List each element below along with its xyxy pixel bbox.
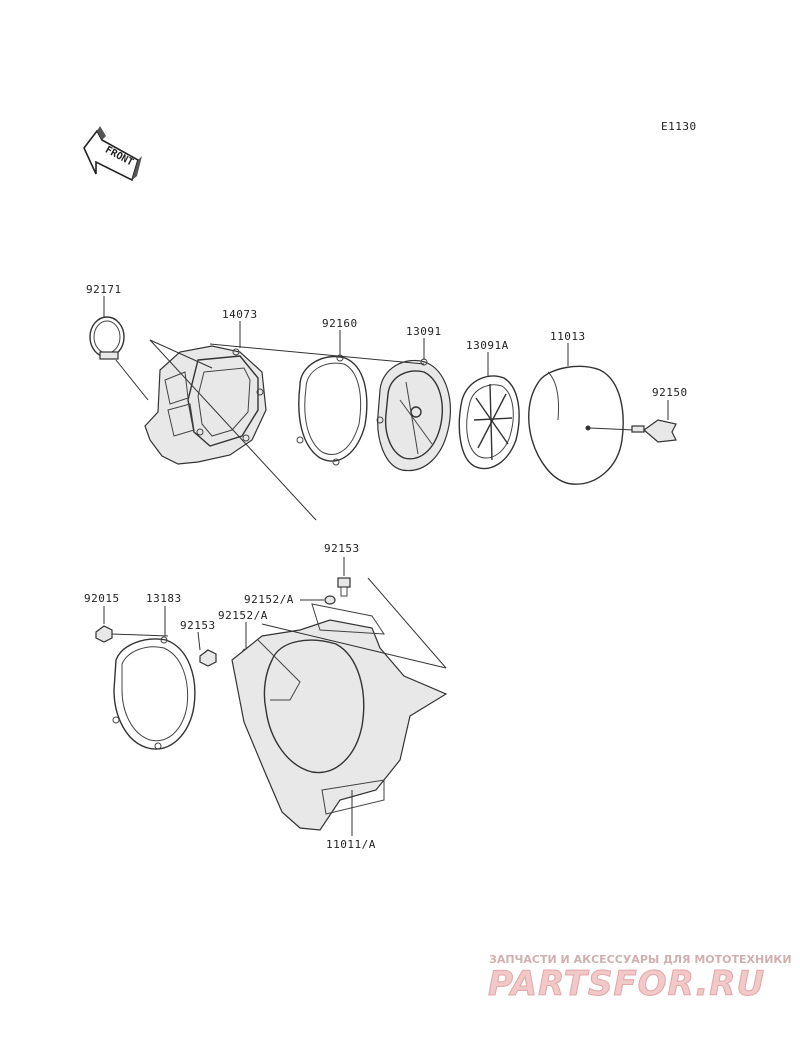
clamp-92171 xyxy=(89,316,149,401)
label-92171: 92171 xyxy=(86,283,122,296)
wing-bolt-92150 xyxy=(631,419,677,443)
diagram-code: E1130 xyxy=(661,120,697,133)
filter-holder-13091 xyxy=(376,358,451,472)
nut-92015 xyxy=(95,625,113,643)
label-13091a: 13091A xyxy=(466,339,509,352)
label-13183: 13183 xyxy=(146,592,182,605)
air-duct-11011a xyxy=(231,603,448,831)
gasket-92160 xyxy=(296,354,368,466)
bolt-92153-lower xyxy=(199,649,217,667)
air-cleaner-housing-14073 xyxy=(144,345,267,465)
filter-frame-13091a xyxy=(458,375,520,470)
label-13091: 13091 xyxy=(406,325,442,338)
washer-92152a-top xyxy=(324,595,336,605)
watermark-tagline: ЗАПЧАСТИ И АКСЕССУАРЫ ДЛЯ МОТОТЕХНИКИ xyxy=(489,953,792,966)
label-92150: 92150 xyxy=(652,386,688,399)
label-92152a-lower: 92152/A xyxy=(218,609,268,622)
front-arrow-icon: FRONT xyxy=(83,126,142,182)
label-11013: 11013 xyxy=(550,330,586,343)
air-filter-11013 xyxy=(528,365,624,485)
label-92015: 92015 xyxy=(84,592,120,605)
label-92160: 92160 xyxy=(322,317,358,330)
label-92153-top: 92153 xyxy=(324,542,360,555)
gasket-13183 xyxy=(112,636,196,750)
label-11011a: 11011/A xyxy=(326,838,376,851)
label-14073: 14073 xyxy=(222,308,258,321)
label-92152a-top: 92152/A xyxy=(244,593,294,606)
bolt-92153-top xyxy=(337,577,351,597)
label-92153-lower: 92153 xyxy=(180,619,216,632)
watermark-brand: PARTSFOR.RU xyxy=(488,964,765,1004)
